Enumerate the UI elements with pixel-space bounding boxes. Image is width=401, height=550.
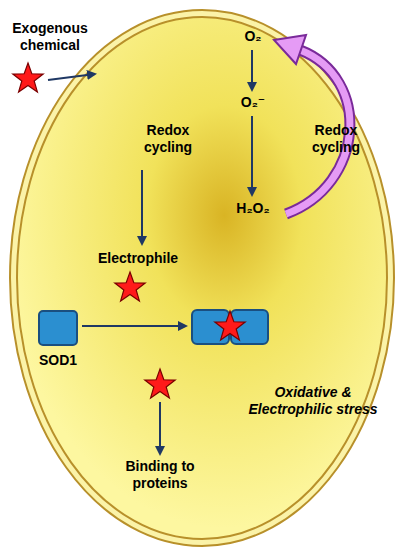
species-label: H₂O₂ — [228, 200, 278, 217]
protein-box: SOD1 — [38, 310, 78, 346]
stress-label: Oxidative & Electrophilic stress — [238, 384, 388, 418]
species-label: O₂ — [237, 28, 269, 45]
reduction-arrow — [251, 50, 253, 90]
cell-inner-membrane — [17, 17, 387, 539]
species-label: Electrophile — [88, 250, 188, 267]
protein-label: SOD1 — [20, 352, 96, 369]
chemical-star — [215, 311, 245, 340]
cell-outer-membrane — [10, 10, 394, 546]
chemical-star — [13, 63, 43, 92]
dismutation-arrow — [251, 116, 253, 195]
chemical-label: Exogenous chemical — [0, 20, 100, 54]
chemical-star — [115, 272, 145, 301]
binding-arrow — [159, 402, 161, 454]
outcome-label: Binding to proteins — [108, 458, 212, 492]
dimerization-arrow — [82, 325, 186, 327]
uptake-arrow — [48, 74, 95, 80]
redox-cycle-arrowhead — [274, 35, 306, 64]
process-label: Redox cycling — [128, 122, 208, 156]
chemical-star — [145, 369, 175, 398]
electrophile-arrow — [141, 170, 143, 244]
species-label: O₂⁻ — [237, 94, 269, 111]
process-label: Redox cycling — [296, 122, 376, 156]
